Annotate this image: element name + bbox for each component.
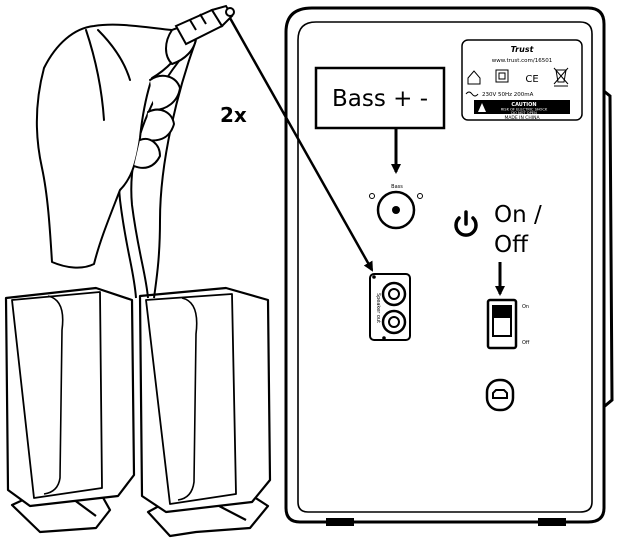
brand-logo: Trust	[511, 45, 535, 54]
power-icon	[454, 210, 478, 237]
crossed-bin-icon	[553, 67, 569, 87]
home-icon	[467, 70, 481, 85]
warning-triangle-icon	[478, 103, 486, 112]
origin-label: MADE IN CHINA	[504, 115, 540, 121]
double-square-icon	[495, 69, 509, 83]
bass-callout: Bass + -	[314, 66, 446, 130]
power-switch[interactable]: On Off	[486, 298, 530, 350]
bass-knob[interactable]: Bass	[369, 184, 423, 230]
right-satellite-speaker	[138, 286, 272, 538]
bass-callout-text: Bass + -	[332, 86, 428, 112]
caution-line1: RISK OF ELECTRIC SHOCK	[501, 108, 548, 112]
power-label-line1: On /	[494, 202, 542, 228]
bass-min-dot	[369, 193, 375, 199]
rating-sticker: Trust www.trust.com/16501 CE 230V 50Hz 2…	[461, 39, 583, 121]
bass-max-dot	[417, 193, 423, 199]
power-rating: 230V 50Hz 200mA	[482, 92, 534, 98]
multiplier-label: 2x	[220, 103, 247, 127]
ce-mark: CE	[525, 74, 538, 85]
switch-off-label: Off	[522, 340, 530, 346]
usb-b-port-icon[interactable]	[485, 378, 515, 412]
rca-plug	[174, 4, 235, 46]
subwoofer-rear-panel	[284, 6, 614, 526]
connection-arrow	[228, 17, 374, 272]
sticker-url: www.trust.com/16501	[492, 58, 553, 64]
bass-knob-label: Bass	[391, 184, 403, 190]
caution-line2: DO NOT OPEN	[511, 111, 537, 115]
switch-on-label: On	[522, 304, 529, 310]
speaker-out-label: Speaker out	[375, 293, 381, 323]
hand-holding-plug	[35, 23, 197, 269]
power-label-line2: Off	[494, 232, 529, 258]
caution-title: CAUTION	[511, 102, 536, 108]
speaker-out-jacks[interactable]: Speaker out	[369, 273, 411, 341]
left-satellite-speaker	[4, 286, 136, 534]
